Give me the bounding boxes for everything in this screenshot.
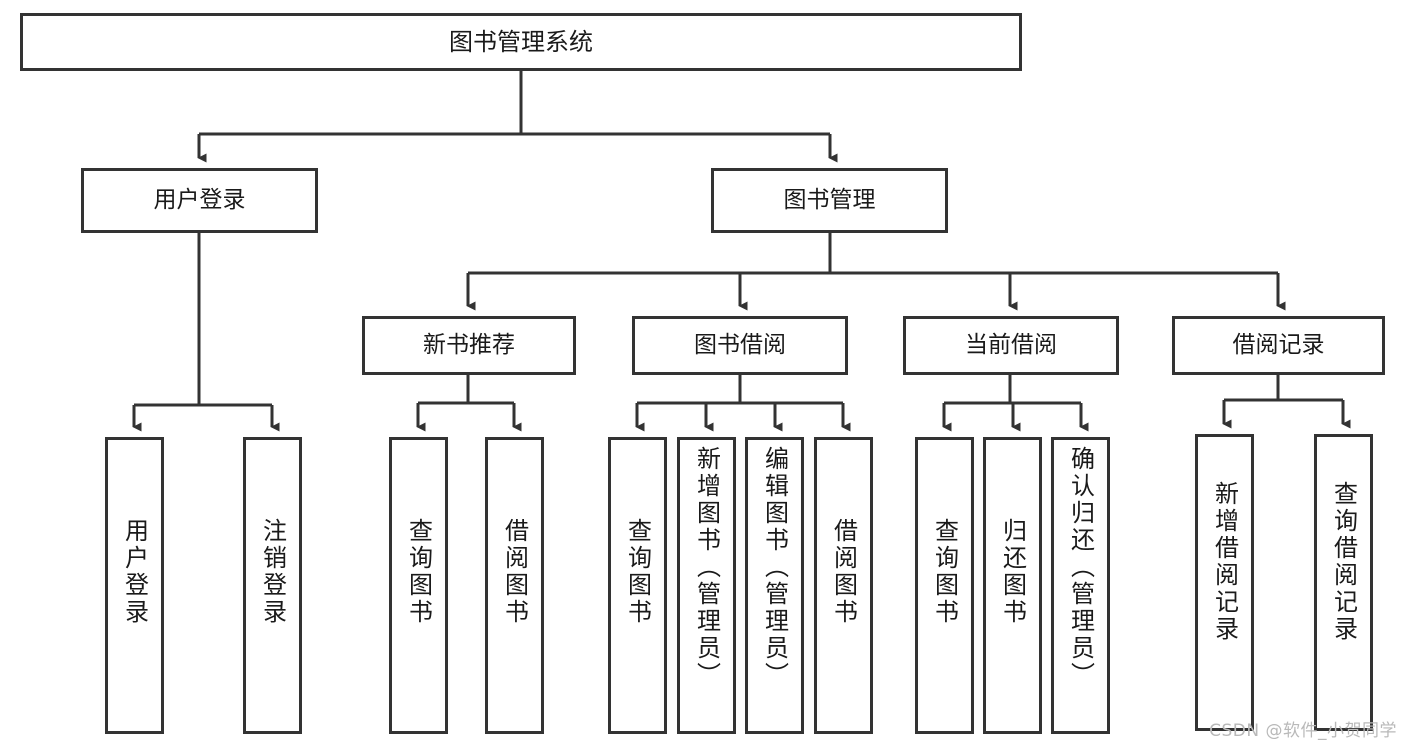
leaf-borrow-edit-book[interactable]: 编辑图书（管理员） bbox=[745, 437, 804, 734]
leaf-borrow-add-book[interactable]: 新增图书（管理员） bbox=[677, 437, 736, 734]
node-label: 当前借阅 bbox=[965, 331, 1057, 358]
leaf-borrow-borrow-book[interactable]: 借阅图书 bbox=[814, 437, 873, 734]
watermark-text: CSDN @软件_小贺同学 bbox=[1209, 721, 1397, 741]
node-borrow-record[interactable]: 借阅记录 bbox=[1172, 316, 1385, 375]
node-label: 借阅图书 bbox=[829, 518, 858, 626]
node-label: 归还图书 bbox=[998, 518, 1027, 626]
leaf-borrow-query-book[interactable]: 查询图书 bbox=[608, 437, 667, 734]
node-label: 用户登录 bbox=[153, 186, 246, 213]
node-label: 图书管理 bbox=[783, 186, 876, 213]
node-label: 查询图书 bbox=[930, 518, 959, 626]
node-label: 图书借阅 bbox=[694, 331, 786, 358]
node-label: 确认归还（管理员） bbox=[1066, 446, 1095, 689]
node-label: 查询图书 bbox=[623, 518, 652, 626]
node-label: 新增图书（管理员） bbox=[692, 446, 721, 689]
leaf-current-return-book[interactable]: 归还图书 bbox=[983, 437, 1042, 734]
node-current-borrow[interactable]: 当前借阅 bbox=[903, 316, 1119, 375]
leaf-record-query[interactable]: 查询借阅记录 bbox=[1314, 434, 1373, 731]
node-label: 新书推荐 bbox=[423, 331, 515, 358]
node-label: 借阅图书 bbox=[500, 518, 529, 626]
node-label: 查询图书 bbox=[404, 518, 433, 626]
node-label: 新增借阅记录 bbox=[1210, 481, 1239, 643]
node-label: 查询借阅记录 bbox=[1329, 481, 1358, 643]
node-label: 注销登录 bbox=[258, 518, 287, 626]
node-book-management[interactable]: 图书管理 bbox=[711, 168, 948, 233]
node-label: 编辑图书（管理员） bbox=[760, 446, 789, 689]
node-root-system[interactable]: 图书管理系统 bbox=[20, 13, 1022, 71]
node-new-book-recommend[interactable]: 新书推荐 bbox=[362, 316, 576, 375]
node-label: 图书管理系统 bbox=[449, 27, 593, 56]
node-book-borrow[interactable]: 图书借阅 bbox=[632, 316, 848, 375]
node-user-login[interactable]: 用户登录 bbox=[81, 168, 318, 233]
leaf-record-add[interactable]: 新增借阅记录 bbox=[1195, 434, 1254, 731]
leaf-current-confirm-return[interactable]: 确认归还（管理员） bbox=[1051, 437, 1110, 734]
node-label: 用户登录 bbox=[120, 518, 149, 626]
leaf-user-login-signout[interactable]: 注销登录 bbox=[243, 437, 302, 734]
leaf-new-book-query[interactable]: 查询图书 bbox=[389, 437, 448, 734]
node-label: 借阅记录 bbox=[1232, 331, 1325, 358]
leaf-user-login-signin[interactable]: 用户登录 bbox=[105, 437, 164, 734]
leaf-new-book-borrow[interactable]: 借阅图书 bbox=[485, 437, 544, 734]
leaf-current-query-book[interactable]: 查询图书 bbox=[915, 437, 974, 734]
